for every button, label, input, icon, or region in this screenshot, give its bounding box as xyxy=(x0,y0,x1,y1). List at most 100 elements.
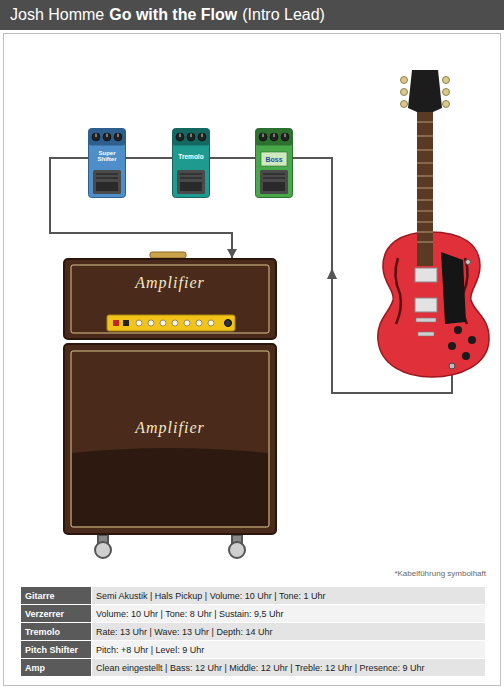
table-key: Verzerrer xyxy=(21,605,92,623)
graphic xyxy=(441,252,466,324)
graphic xyxy=(417,122,433,123)
graphic xyxy=(148,320,154,326)
wheels xyxy=(95,535,245,558)
graphic xyxy=(263,173,285,175)
table-row: Pitch ShifterPitch: +8 Uhr | Level: 9 Uh… xyxy=(21,641,486,659)
cable-line xyxy=(210,157,255,159)
pedal-label: Super Shifter xyxy=(88,150,126,163)
graphic xyxy=(136,320,142,326)
graphic xyxy=(173,129,210,198)
graphic xyxy=(92,133,100,141)
subtitle: (Intro Lead) xyxy=(242,6,325,24)
graphic xyxy=(71,351,269,527)
graphic xyxy=(107,134,108,138)
table-value: Rate: 13 Uhr | Wave: 13 Uhr | Depth: 14 … xyxy=(92,623,486,641)
graphic xyxy=(443,77,450,84)
graphic xyxy=(180,134,181,138)
graphic xyxy=(123,320,129,326)
pedal-body xyxy=(172,128,210,198)
graphic xyxy=(177,170,205,194)
graphic xyxy=(449,363,455,369)
graphic xyxy=(191,134,192,138)
graphic xyxy=(96,182,118,191)
pitch-shifter-pedal: Super Shifter xyxy=(88,128,126,198)
table-row: TremoloRate: 13 Uhr | Wave: 13 Uhr | Dep… xyxy=(21,623,486,641)
graphic xyxy=(198,133,206,141)
graphic xyxy=(225,320,232,327)
graphic xyxy=(466,260,471,265)
graphic xyxy=(96,177,118,179)
table-value: Clean eingestellt | Bass: 12 Uhr | Middl… xyxy=(92,659,486,677)
graphic xyxy=(64,259,276,339)
graphic xyxy=(448,342,456,350)
table-row: AmpClean eingestellt | Bass: 12 Uhr | Mi… xyxy=(21,659,486,677)
graphic xyxy=(417,110,433,266)
amp-head-body xyxy=(63,258,277,340)
tremolo-pedal: Tremolo xyxy=(172,128,210,198)
amp-head: Amplifier xyxy=(63,258,277,340)
table-value: Semi Akustik | Hals Pickup | Volume: 10 … xyxy=(92,587,486,605)
song-title: Go with the Flow xyxy=(109,6,237,24)
pedal-label: Boss xyxy=(255,156,293,163)
amp-logo: Amplifier xyxy=(63,274,277,292)
graphic xyxy=(180,173,202,175)
graphic xyxy=(401,77,450,108)
graphic xyxy=(270,133,278,141)
graphic xyxy=(416,318,436,322)
arrowhead xyxy=(227,249,237,258)
graphic xyxy=(89,129,126,146)
graphic xyxy=(415,268,437,282)
graphic xyxy=(93,170,121,194)
distortion-pedal: Boss xyxy=(255,128,293,198)
table-key: Tremolo xyxy=(21,623,92,641)
title-row: Josh Homme Go with the Flow (Intro Lead) xyxy=(10,6,325,24)
pedal-label: Tremolo xyxy=(172,154,210,161)
graphic xyxy=(417,211,433,212)
graphic xyxy=(274,134,275,138)
table-value: Pitch: +8 Uhr | Level: 9 Uhr xyxy=(92,641,486,659)
table-key: Pitch Shifter xyxy=(21,641,92,659)
cable xyxy=(210,158,255,159)
graphic xyxy=(160,320,166,326)
graphic xyxy=(378,232,489,377)
graphic xyxy=(180,177,202,179)
graphic xyxy=(401,101,408,108)
graphic xyxy=(89,129,126,198)
graphic xyxy=(173,129,210,146)
cable xyxy=(126,158,172,159)
graphic xyxy=(208,320,214,326)
graphic xyxy=(72,448,268,526)
graphic xyxy=(95,542,111,558)
amp-handle xyxy=(150,252,186,258)
graphic xyxy=(401,77,408,84)
frame xyxy=(4,34,501,686)
graphic xyxy=(263,182,285,191)
graphic xyxy=(229,542,245,558)
footnote: *Kabelführung symbolhaft xyxy=(394,569,486,578)
graphic xyxy=(401,89,408,96)
graphic xyxy=(395,258,400,324)
graphic xyxy=(263,177,285,179)
graphic xyxy=(417,122,433,242)
graphic xyxy=(443,101,450,108)
graphic xyxy=(462,352,470,360)
graphic xyxy=(408,70,442,112)
graphic xyxy=(263,134,264,138)
graphic xyxy=(417,222,433,223)
graphic xyxy=(256,129,293,198)
graphic xyxy=(107,315,235,331)
pedal-body xyxy=(88,128,126,198)
graphic xyxy=(180,182,202,191)
guitar xyxy=(378,70,489,377)
graphic xyxy=(454,326,462,334)
title-text: Josh Homme xyxy=(10,6,104,24)
cable-line xyxy=(126,157,172,159)
graphic xyxy=(417,150,433,151)
graphic xyxy=(468,336,476,344)
graphic xyxy=(172,320,178,326)
cabinet-body xyxy=(63,343,277,535)
amp-logo: Amplifier xyxy=(63,419,277,437)
graphic xyxy=(417,176,433,177)
graphic xyxy=(114,133,122,141)
speaker-cabinet: Amplifier xyxy=(63,343,277,535)
